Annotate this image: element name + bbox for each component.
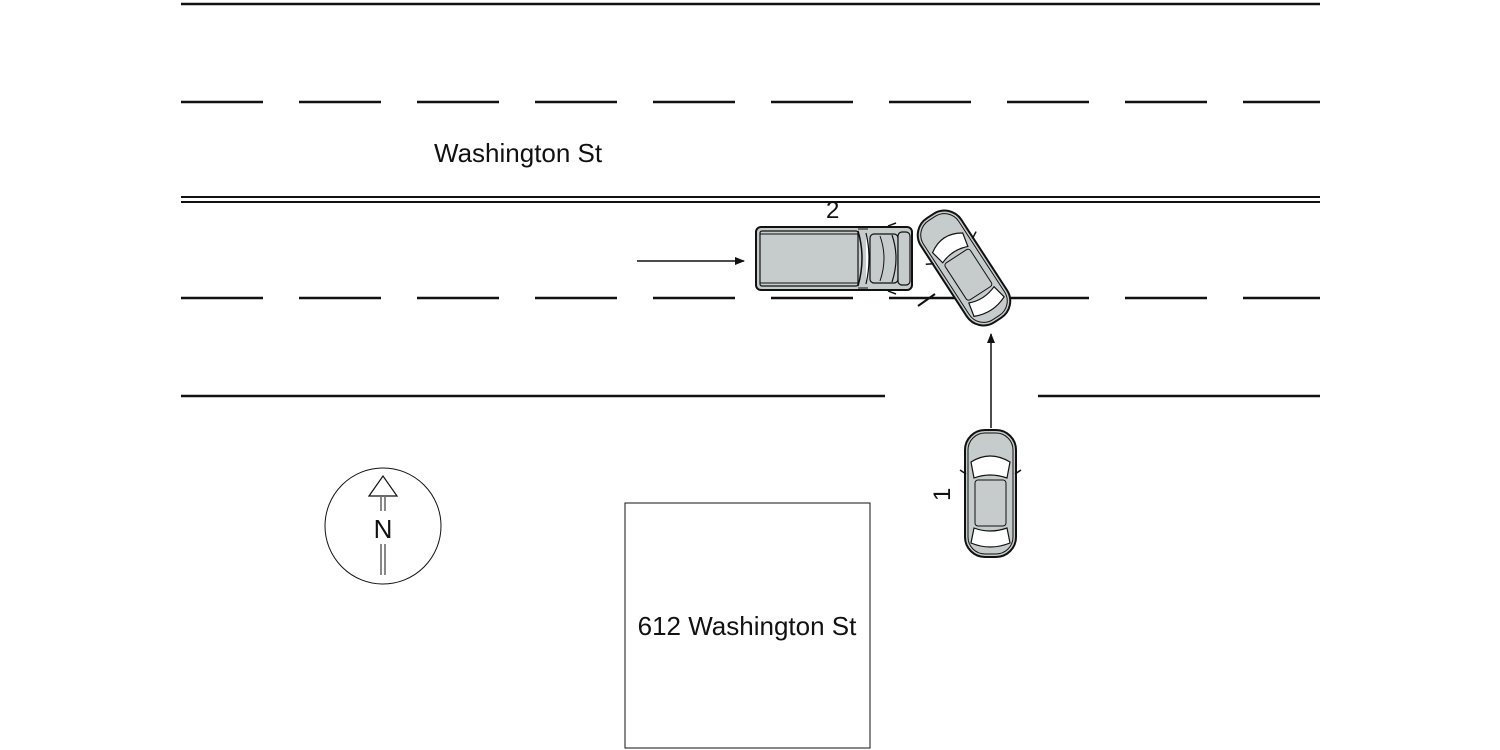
- north-letter: N: [374, 514, 393, 544]
- vehicle-2-truck: [755, 222, 913, 295]
- vehicle-1-number: 1: [929, 488, 956, 501]
- north-compass: N: [324, 467, 442, 585]
- vehicle-1-turn-indicator: [917, 293, 936, 307]
- street-name-label: Washington St: [434, 138, 603, 168]
- north-arrow-icon: [367, 474, 399, 497]
- vehicle-1-car: [959, 429, 1022, 558]
- road-markings: [181, 2, 1320, 398]
- building-address: 612 Washington St: [638, 611, 858, 641]
- vehicle-2-number: 2: [826, 197, 839, 224]
- vehicle-1-impact-position: [916, 209, 1012, 327]
- building-612: 612 Washington St: [624, 502, 871, 749]
